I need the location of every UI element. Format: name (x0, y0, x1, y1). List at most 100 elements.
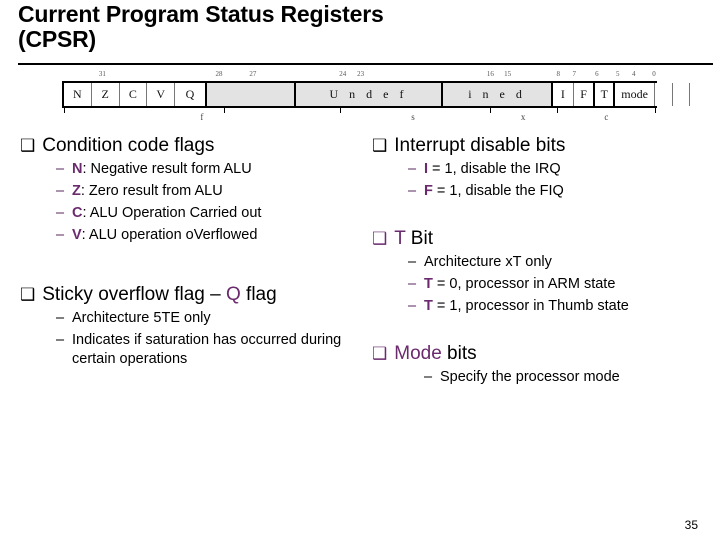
list-item: – V: ALU operation oVerflowed (56, 226, 365, 245)
list-item-text: V: ALU operation oVerflowed (72, 226, 365, 245)
dash-bullet-icon: – (408, 161, 417, 177)
list-item: – Z: Zero result from ALU (56, 182, 365, 201)
heading-suffix: flag (240, 284, 277, 305)
square-bullet-icon: ❑ (20, 136, 36, 155)
dash-bullet-icon: – (56, 332, 65, 348)
page-number: 35 (684, 518, 698, 532)
dash-bullet-icon: – (424, 369, 433, 385)
list-item-text: Architecture xT only (424, 254, 552, 270)
spacer (372, 204, 712, 226)
register-cell-z: Z (91, 83, 120, 106)
list-item: – I = 1, disable the IRQ (408, 160, 712, 179)
heading-t-bit: ❑ T Bit (372, 226, 712, 251)
flag-description: = 1, disable the FIQ (432, 183, 564, 199)
block-condition-code-flags: ❑ Condition code flags – N: Negative res… (20, 133, 365, 245)
register-cell-i: I (552, 83, 574, 106)
list-item: – T = 1, processor in Thumb state (408, 297, 712, 316)
list-item-text: N: Negative result form ALU (72, 160, 365, 179)
register-cell-v: V (147, 83, 176, 106)
heading-prefix: Sticky overflow flag – (42, 284, 226, 305)
list-item-text: I = 1, disable the IRQ (424, 160, 712, 179)
register-cell-ined: i n e d (443, 83, 553, 106)
field-label-x: x (520, 112, 526, 122)
block-mode-bits: ❑ Mode bits – Specify the processor mode (372, 341, 712, 387)
flag-description: = 1, processor in Thumb state (432, 298, 629, 314)
square-bullet-icon: ❑ (20, 285, 36, 304)
dash-bullet-icon: – (408, 183, 417, 199)
block-sticky-overflow-flag: ❑ Sticky overflow flag – Q flag – Archit… (20, 282, 365, 369)
block-interrupt-disable-bits: ❑ Interrupt disable bits – I = 1, disabl… (372, 133, 712, 201)
list-item-text: Z: Zero result from ALU (72, 182, 365, 201)
bit-number-label: 24 (339, 70, 347, 78)
flag-key: Z (72, 183, 81, 199)
flag-description: = 1, disable the IRQ (428, 161, 561, 177)
dash-bullet-icon: – (408, 276, 417, 292)
heading-key: T (394, 228, 406, 249)
page-title: Current Program Status Registers (CPSR) (18, 2, 708, 52)
list-item-text: Architecture 5TE only (72, 310, 211, 326)
flag-key: I (424, 161, 429, 177)
register-cell-empty (206, 83, 296, 106)
heading-label: Condition code flags (42, 135, 215, 156)
list-item-text: C: ALU Operation Carried out (72, 204, 365, 223)
heading-interrupt-disable-bits: ❑ Interrupt disable bits (372, 133, 712, 158)
list-item: – N: Negative result form ALU (56, 160, 365, 179)
field-label-c: c (604, 112, 609, 122)
list-item: – Indicates if saturation has occurred d… (56, 331, 365, 369)
title-divider (18, 63, 713, 65)
bit-number-label: 6 (595, 70, 599, 78)
list-item: – F = 1, disable the FIQ (408, 182, 712, 201)
flag-key: V (72, 227, 82, 243)
heading-condition-code-flags: ❑ Condition code flags (20, 133, 365, 158)
register-cell-t: T (595, 83, 616, 106)
block-t-bit: ❑ T Bit – Architecture xT only – T = 0, … (372, 226, 712, 316)
list-item: – C: ALU Operation Carried out (56, 204, 365, 223)
flag-key: T (424, 298, 433, 314)
register-cell-n: N (64, 83, 92, 106)
field-boundary-tick (63, 108, 65, 113)
heading-label: T Bit (394, 226, 712, 251)
heading-key: Mode (394, 343, 442, 364)
register-cell-undef: U n d e f (295, 83, 444, 106)
heading-sticky-overflow-flag: ❑ Sticky overflow flag – Q flag (20, 282, 365, 307)
list-item-text: Specify the processor mode (440, 369, 620, 385)
bit-number-label: 0 (652, 70, 656, 78)
heading-suffix: bits (441, 343, 477, 364)
field-boundary-tick (557, 108, 559, 113)
field-boundary-tick (490, 108, 492, 113)
flag-description: : Zero result from ALU (80, 183, 223, 199)
field-boundary-tick (224, 108, 226, 113)
square-bullet-icon: ❑ (372, 229, 388, 248)
dash-bullet-icon: – (56, 205, 65, 221)
list-item: – Specify the processor mode (424, 368, 712, 387)
list-item: – Architecture xT only (408, 253, 712, 272)
flag-description: : ALU operation oVerflowed (81, 227, 258, 243)
register-cell-empty (654, 83, 673, 106)
square-bullet-icon: ❑ (372, 136, 388, 155)
dash-bullet-icon: – (408, 254, 417, 270)
bit-number-label: 4 (632, 70, 636, 78)
bit-number-label: 16 (486, 70, 494, 78)
heading-label: Sticky overflow flag – Q flag (42, 282, 365, 307)
flag-key: C (72, 205, 83, 221)
register-cell-q: Q (175, 83, 207, 106)
heading-suffix: Bit (405, 228, 433, 249)
spacer (20, 248, 365, 282)
flag-description: : ALU Operation Carried out (82, 205, 262, 221)
bit-number-label: 28 (215, 70, 223, 78)
bit-number-label: 27 (249, 70, 257, 78)
heading-mode-bits: ❑ Mode bits (372, 341, 712, 366)
left-content-column: ❑ Condition code flags – N: Negative res… (20, 133, 365, 372)
list-item: – Architecture 5TE only (56, 309, 365, 328)
field-label-s: s (411, 112, 415, 122)
bit-number-label: 8 (556, 70, 560, 78)
list-item-text: F = 1, disable the FIQ (424, 182, 712, 201)
register-cell-mode: mode (615, 83, 655, 106)
dash-bullet-icon: – (56, 227, 65, 243)
bit-number-label: 23 (357, 70, 365, 78)
flag-description: : Negative result form ALU (82, 161, 252, 177)
bit-number-label: 5 (615, 70, 620, 78)
register-cell-f: F (573, 83, 596, 106)
